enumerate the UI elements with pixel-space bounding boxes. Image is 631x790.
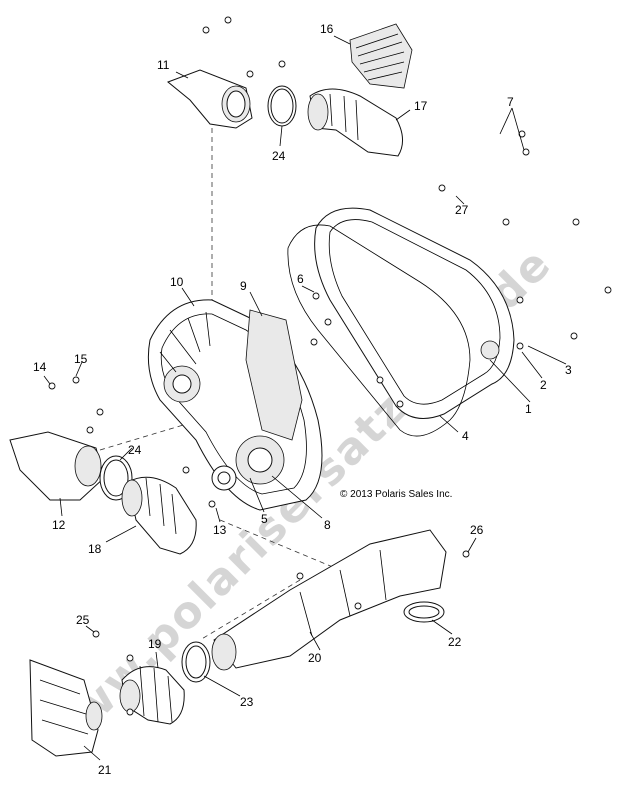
callout-10: 10 xyxy=(170,275,184,289)
callout-18: 18 xyxy=(88,542,102,556)
callout-15: 15 xyxy=(74,352,88,366)
part-4-gasket xyxy=(287,224,471,437)
callout-20: 20 xyxy=(308,651,322,665)
leader-lines xyxy=(43,35,567,761)
part-9-plate xyxy=(245,309,303,441)
part-21-lower-housing xyxy=(29,659,103,757)
part-22-clamp xyxy=(403,601,445,623)
callout-2: 2 xyxy=(540,378,547,392)
part-23-clamp xyxy=(181,641,211,683)
callout-6: 6 xyxy=(297,272,304,286)
callout-labels: 1 2 3 4 5 6 7 8 9 10 11 12 13 14 15 16 1… xyxy=(33,22,572,777)
callout-5: 5 xyxy=(261,512,268,526)
callout-8: 8 xyxy=(324,518,331,532)
callout-23: 23 xyxy=(240,695,254,709)
callout-21: 21 xyxy=(98,763,112,777)
callout-14: 14 xyxy=(33,360,47,374)
part-8-bearing xyxy=(235,435,285,485)
callout-27: 27 xyxy=(455,203,469,217)
callout-4: 4 xyxy=(462,429,469,443)
callout-13: 13 xyxy=(213,523,227,537)
callout-26: 26 xyxy=(470,523,484,537)
part-16-screen xyxy=(349,23,413,89)
callout-25: 25 xyxy=(76,613,90,627)
part-24-clamp-top xyxy=(267,85,297,127)
callout-24-mid: 24 xyxy=(128,443,142,457)
assembly-guide-lines xyxy=(99,128,341,641)
part-20-exhaust-duct xyxy=(211,529,447,671)
callout-3: 3 xyxy=(565,363,572,377)
callout-7: 7 xyxy=(507,95,514,109)
copyright-notice: © 2013 Polaris Sales Inc. xyxy=(340,489,452,500)
part-11-intake-duct xyxy=(167,69,253,129)
callout-19: 19 xyxy=(148,637,162,651)
callout-17: 17 xyxy=(414,99,428,113)
fastener-bolts xyxy=(48,16,612,716)
callout-9: 9 xyxy=(240,279,247,293)
part-18-elbow-boot xyxy=(121,476,197,555)
callout-1: 1 xyxy=(525,402,532,416)
callout-16: 16 xyxy=(320,22,334,36)
part-12-front-intake xyxy=(9,431,105,501)
part-1-outer-cover xyxy=(314,207,515,419)
part-17-boot xyxy=(307,88,403,157)
callout-12: 12 xyxy=(52,518,66,532)
callout-24-top: 24 xyxy=(272,149,286,163)
callout-11: 11 xyxy=(157,58,170,72)
part-5-seal xyxy=(211,465,237,491)
part-19-lower-boot xyxy=(119,665,185,725)
callout-22: 22 xyxy=(448,635,462,649)
